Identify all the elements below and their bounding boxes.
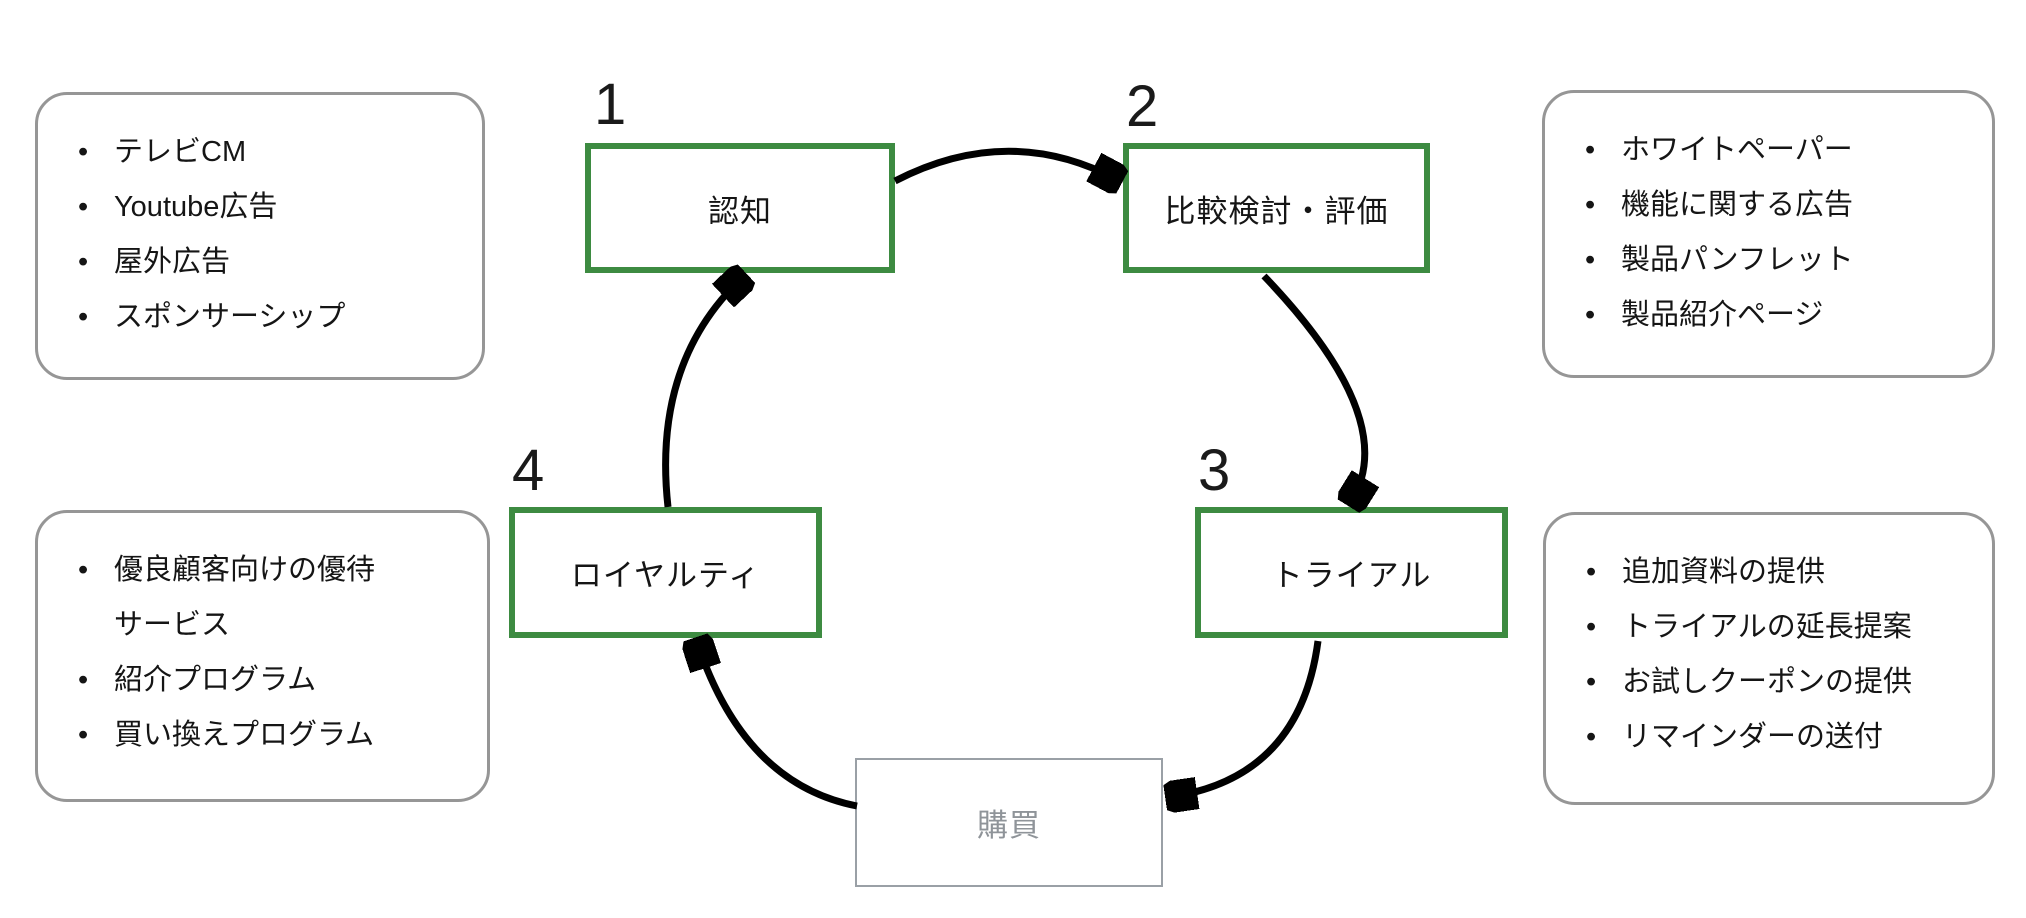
callout-item: 買い換えプログラム — [68, 708, 465, 763]
stage-number-4: 4 — [512, 438, 545, 503]
callout-item: Youtube広告 — [68, 180, 460, 235]
callout-item: 屋外広告 — [68, 235, 460, 290]
callout-item: ホワイトペーパー — [1575, 123, 1970, 178]
callout-awareness-tactics: テレビCMYoutube広告屋外広告スポンサーシップ — [35, 92, 485, 380]
stage-box-loyalty: ロイヤルティ — [509, 507, 822, 638]
callout-consideration-list: ホワイトペーパー機能に関する広告製品パンフレット製品紹介ページ — [1575, 123, 1970, 343]
callout-item: トライアルの延長提案 — [1576, 600, 1970, 655]
stage-label-consideration: 比較検討・評価 — [1164, 193, 1389, 229]
callout-item: 機能に関する広告 — [1575, 178, 1970, 233]
stage-number-3: 3 — [1198, 438, 1231, 503]
callout-item: リマインダーの送付 — [1576, 710, 1970, 765]
callout-loyalty-tactics: 優良顧客向けの優待 サービス紹介プログラム買い換えプログラム — [35, 510, 490, 802]
callout-consideration-tactics: ホワイトペーパー機能に関する広告製品パンフレット製品紹介ページ — [1542, 90, 1995, 378]
stage-label-awareness: 認知 — [708, 193, 772, 229]
stage-label-purchase: 購買 — [977, 808, 1041, 843]
arrow-trial-to-purchase — [1170, 640, 1322, 797]
stage-box-trial: トライアル — [1195, 507, 1508, 638]
arrow-purchase-to-loyalty — [697, 642, 858, 810]
stage-box-consideration: 比較検討・評価 — [1123, 143, 1430, 273]
callout-trial-list: 追加資料の提供トライアルの延長提案お試しクーポンの提供リマインダーの送付 — [1576, 545, 1970, 765]
callout-loyalty-list: 優良顧客向けの優待 サービス紹介プログラム買い換えプログラム — [68, 543, 465, 763]
callout-item: 優良顧客向けの優待 サービス — [68, 543, 465, 653]
callout-awareness-list: テレビCMYoutube広告屋外広告スポンサーシップ — [68, 125, 460, 345]
stage-number-2: 2 — [1126, 74, 1159, 139]
arrow-awareness-to-consideration — [893, 147, 1118, 181]
callout-trial-tactics: 追加資料の提供トライアルの延長提案お試しクーポンの提供リマインダーの送付 — [1543, 512, 1995, 805]
callout-item: 追加資料の提供 — [1576, 545, 1970, 600]
callout-item: お試しクーポンの提供 — [1576, 655, 1970, 710]
stage-number-1: 1 — [594, 72, 627, 137]
callout-item: 製品紹介ページ — [1575, 288, 1970, 343]
callout-item: 製品パンフレット — [1575, 233, 1970, 288]
stage-box-awareness: 認知 — [585, 143, 895, 273]
callout-item: 紹介プログラム — [68, 653, 465, 708]
stage-label-loyalty: ロイヤルティ — [570, 558, 761, 593]
stage-box-purchase: 購買 — [855, 758, 1163, 887]
stage-label-trial: トライアル — [1271, 558, 1432, 593]
callout-item: テレビCM — [68, 125, 460, 180]
arrow-consideration-to-trial — [1261, 273, 1365, 502]
callout-item: スポンサーシップ — [68, 290, 460, 345]
arrow-loyalty-to-awareness — [662, 277, 743, 508]
